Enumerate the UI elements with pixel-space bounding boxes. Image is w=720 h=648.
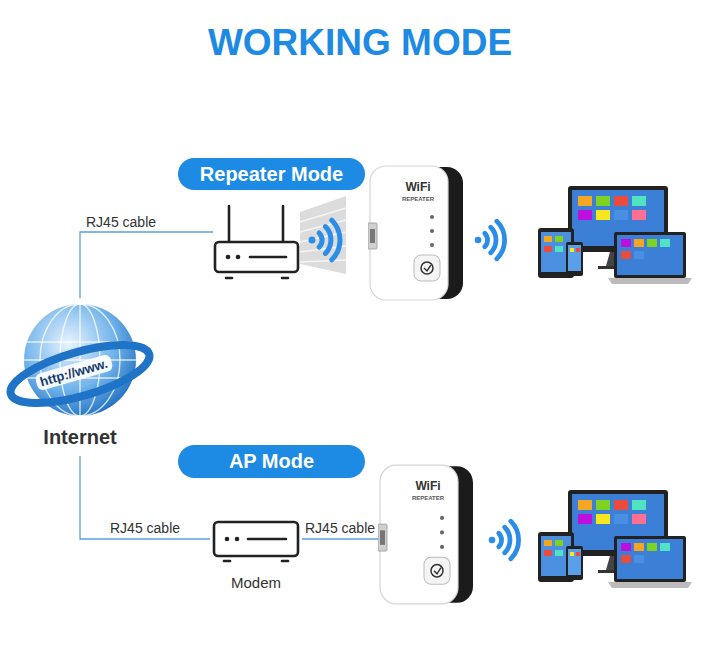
cable-label: RJ45 cable bbox=[108, 520, 182, 536]
cable-line bbox=[302, 538, 378, 539]
repeater-device: WiFiREPEATER bbox=[378, 462, 475, 607]
mode-pill: AP Mode bbox=[178, 445, 365, 478]
diagram-title: WORKING MODE bbox=[0, 22, 720, 64]
node-text: WiFi bbox=[402, 479, 454, 493]
node-text: Internet bbox=[5, 426, 155, 449]
node-text: REPEATER bbox=[402, 495, 454, 501]
internet-globe: http://www.Internet bbox=[5, 298, 155, 456]
cable-label: RJ45 cable bbox=[84, 214, 158, 230]
node-text: WiFi bbox=[392, 180, 444, 194]
repeater-device: WiFiREPEATER bbox=[368, 163, 465, 303]
mode-pill: Repeater Mode bbox=[178, 158, 365, 190]
cable-label: RJ45 cable bbox=[303, 520, 377, 536]
node-text: Modem bbox=[210, 574, 302, 591]
mode-label: Repeater Mode bbox=[178, 158, 365, 190]
modem-box: Modem bbox=[210, 518, 302, 600]
node-text: REPEATER bbox=[392, 196, 444, 202]
mode-label: AP Mode bbox=[178, 445, 365, 478]
